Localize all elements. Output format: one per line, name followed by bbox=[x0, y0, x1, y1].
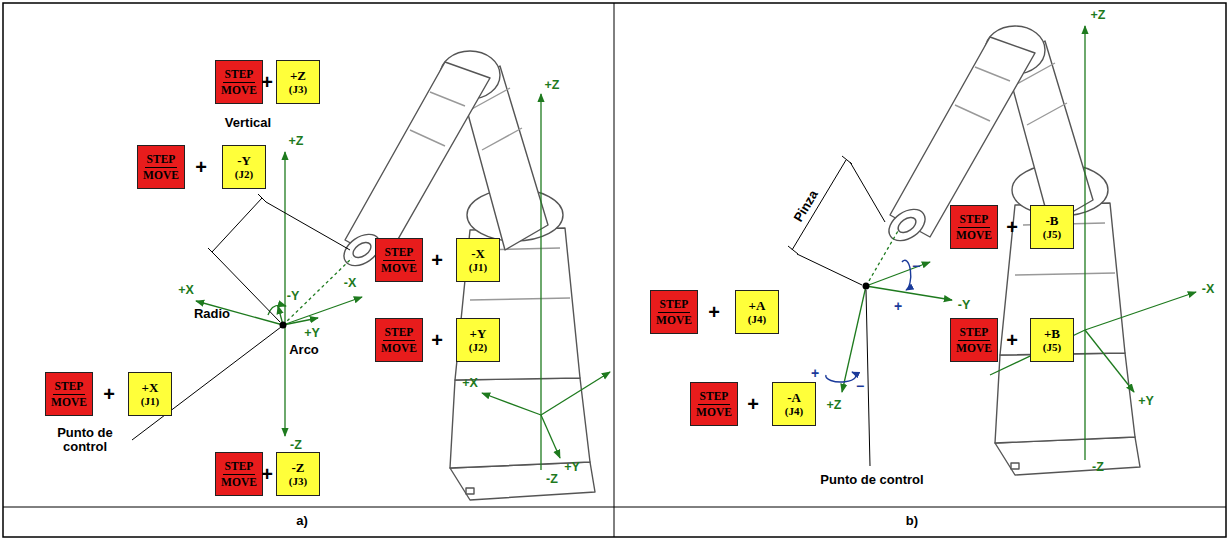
plus-sign: + bbox=[747, 394, 759, 415]
axis-key: -B(J5) bbox=[1030, 205, 1074, 249]
axis-label: -X bbox=[1202, 283, 1215, 296]
key-text: MOVE bbox=[954, 228, 994, 243]
axis-label: -Y bbox=[287, 290, 300, 303]
joint-text: (J4) bbox=[785, 405, 803, 418]
axis-text: -Z bbox=[292, 460, 305, 475]
joint-text: (J1) bbox=[141, 395, 159, 408]
step-move-key: STEPMOVE bbox=[215, 452, 263, 496]
axis-text: +Y bbox=[470, 326, 487, 341]
axis-key: -Y(J2) bbox=[222, 145, 266, 189]
axis-text: +B bbox=[1044, 326, 1060, 341]
text-label: Vertical bbox=[225, 116, 271, 130]
axis-text: +X bbox=[142, 380, 159, 395]
text-label: Punto de control bbox=[42, 426, 128, 453]
rotation-sign: + bbox=[811, 366, 819, 381]
axis-label: -X bbox=[344, 277, 357, 290]
axis-key: -A(J4) bbox=[772, 382, 816, 426]
joint-text: (J3) bbox=[289, 83, 307, 96]
axis-label: -Z bbox=[290, 439, 302, 452]
key-text: STEP bbox=[223, 67, 256, 83]
step-move-key: STEPMOVE bbox=[950, 318, 998, 362]
axis-text: +Z bbox=[290, 68, 306, 83]
key-text: STEP bbox=[958, 212, 991, 228]
plus-sign: + bbox=[1006, 217, 1018, 238]
axis-label: +Y bbox=[564, 461, 580, 474]
key-text: MOVE bbox=[954, 341, 994, 356]
text-label: Radio bbox=[194, 307, 230, 321]
axis-text: -Y bbox=[237, 153, 251, 168]
plus-sign: + bbox=[261, 72, 273, 93]
key-text: STEP bbox=[958, 325, 991, 341]
step-move-key: STEPMOVE bbox=[215, 60, 263, 104]
key-text: STEP bbox=[145, 152, 178, 168]
axis-label: +X bbox=[178, 284, 194, 297]
plus-sign: + bbox=[431, 330, 443, 351]
key-text: MOVE bbox=[654, 313, 694, 328]
plus-sign: + bbox=[708, 302, 720, 323]
axis-label: +X bbox=[462, 377, 478, 390]
rotation-sign: − bbox=[856, 379, 864, 394]
key-text: MOVE bbox=[219, 83, 259, 98]
text-label: Punto de control bbox=[820, 473, 923, 487]
plus-sign: + bbox=[195, 157, 207, 178]
key-text: STEP bbox=[383, 325, 416, 341]
text-label: a) bbox=[296, 514, 308, 528]
key-text: STEP bbox=[658, 297, 691, 313]
plus-sign: + bbox=[431, 250, 443, 271]
key-text: MOVE bbox=[49, 395, 89, 410]
key-text: MOVE bbox=[219, 475, 259, 490]
key-text: MOVE bbox=[379, 261, 419, 276]
axis-label: +Z bbox=[1091, 9, 1106, 22]
axis-label: -Y bbox=[958, 299, 971, 312]
key-text: MOVE bbox=[379, 341, 419, 356]
axis-label: +Y bbox=[1138, 395, 1154, 408]
key-text: STEP bbox=[383, 245, 416, 261]
axis-key: +B(J5) bbox=[1030, 318, 1074, 362]
key-text: MOVE bbox=[694, 405, 734, 420]
plus-sign: + bbox=[103, 384, 115, 405]
key-text: STEP bbox=[698, 389, 731, 405]
axis-key: +Y(J2) bbox=[456, 318, 500, 362]
axis-label: -Z bbox=[546, 473, 558, 486]
axis-key: -X(J1) bbox=[456, 238, 500, 282]
key-text: STEP bbox=[223, 459, 256, 475]
rotation-sign: − bbox=[912, 259, 920, 274]
axis-text: -X bbox=[471, 246, 485, 261]
joint-text: (J4) bbox=[748, 313, 766, 326]
axis-label: -Z bbox=[1092, 461, 1104, 474]
step-move-key: STEPMOVE bbox=[375, 238, 423, 282]
text-label: Arco bbox=[289, 343, 319, 357]
joint-text: (J2) bbox=[469, 341, 487, 354]
plus-sign: + bbox=[261, 464, 273, 485]
key-text: MOVE bbox=[141, 168, 181, 183]
step-move-key: STEPMOVE bbox=[375, 318, 423, 362]
axis-text: -B bbox=[1046, 213, 1059, 228]
axis-key: +Z(J3) bbox=[276, 60, 320, 104]
joint-text: (J2) bbox=[235, 168, 253, 181]
axis-label: +Y bbox=[304, 327, 320, 340]
axis-label: +Z bbox=[827, 399, 842, 412]
axis-text: -A bbox=[787, 390, 801, 405]
text-label: b) bbox=[906, 514, 918, 528]
step-move-key: STEPMOVE bbox=[45, 372, 93, 416]
joint-text: (J1) bbox=[469, 261, 487, 274]
step-move-key: STEPMOVE bbox=[137, 145, 185, 189]
step-move-key: STEPMOVE bbox=[650, 290, 698, 334]
axis-key: +X(J1) bbox=[128, 372, 172, 416]
joint-text: (J5) bbox=[1043, 341, 1061, 354]
rotation-sign: + bbox=[894, 299, 902, 314]
axis-key: -Z(J3) bbox=[276, 452, 320, 496]
axis-label: +Z bbox=[289, 135, 304, 148]
axis-text: +A bbox=[749, 298, 766, 313]
joint-text: (J3) bbox=[289, 475, 307, 488]
plus-sign: + bbox=[1006, 330, 1018, 351]
axis-label: +Z bbox=[545, 79, 560, 92]
step-move-key: STEPMOVE bbox=[690, 382, 738, 426]
text-label: Pinza bbox=[791, 188, 820, 224]
step-move-key: STEPMOVE bbox=[950, 205, 998, 249]
key-text: STEP bbox=[53, 379, 86, 395]
axis-key: +A(J4) bbox=[735, 290, 779, 334]
joint-text: (J5) bbox=[1043, 228, 1061, 241]
